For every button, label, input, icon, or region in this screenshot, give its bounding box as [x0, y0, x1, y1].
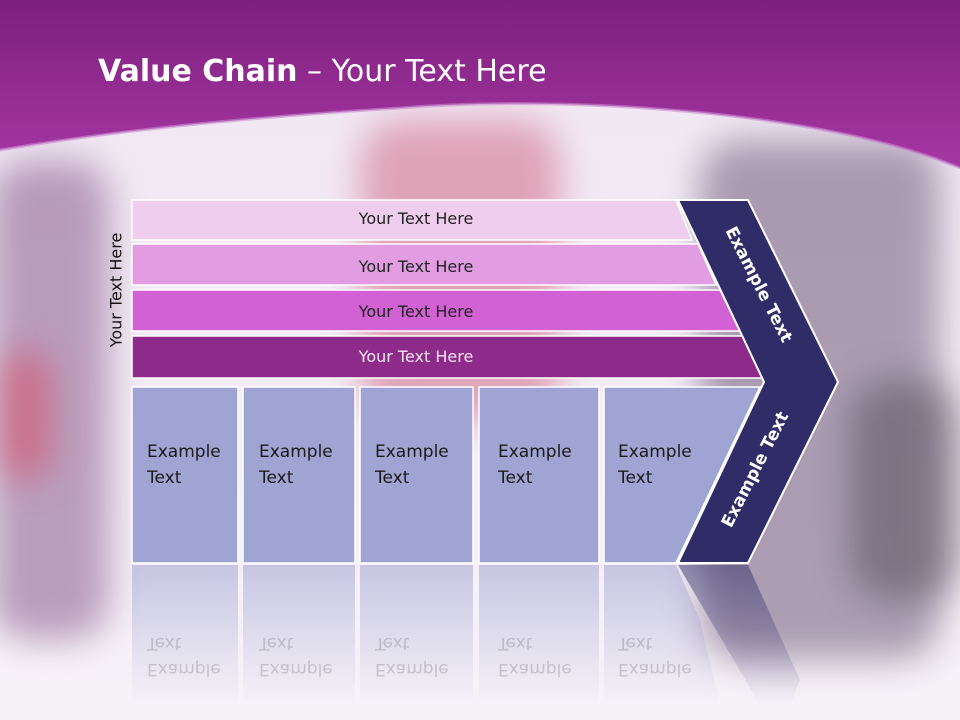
row-bar-4: Your Text Here: [131, 335, 766, 379]
column-box-5: [603, 386, 762, 564]
column-reflection-3: [360, 565, 473, 705]
chevron-reflection: [678, 565, 800, 705]
column-reflection-1: [132, 565, 238, 705]
column-box-2: [242, 386, 356, 564]
bg-glove: [0, 350, 50, 480]
column-text-5: Example Text: [618, 439, 692, 491]
column-box-1: [131, 386, 239, 564]
column-text-1: Example Text: [147, 439, 221, 491]
page-title: Value Chain – Your Text Here: [98, 54, 547, 89]
title-bold: Value Chain: [98, 54, 298, 89]
title-rest: – Your Text Here: [297, 54, 547, 89]
column-box-3: [359, 386, 474, 564]
chevron-arrow: [676, 199, 840, 564]
column-reflection-4: [479, 565, 599, 705]
column-5-line1: Example: [618, 442, 692, 462]
row-bar-2: Your Text Here: [131, 243, 718, 286]
column-4-line1: Example: [498, 442, 572, 462]
bg-bag: [850, 380, 960, 600]
row-bar-1: Your Text Here: [131, 199, 694, 241]
column-3-line2: Text: [375, 468, 410, 488]
header-band: [0, 0, 960, 170]
row-bar-3: Your Text Here: [131, 289, 742, 332]
column-5-line2: Text: [618, 468, 653, 488]
column-4-line2: Text: [498, 468, 533, 488]
column-box-4: [478, 386, 600, 564]
column-text-4: Example Text: [498, 439, 572, 491]
column-3-line1: Example: [375, 442, 449, 462]
column-1-line2: Text: [147, 468, 182, 488]
column-2-line2: Text: [259, 468, 294, 488]
row-label-2: Your Text Here: [358, 257, 474, 276]
column-2-line1: Example: [259, 442, 333, 462]
row-label-4: Your Text Here: [358, 347, 474, 366]
row-label-3: Your Text Here: [358, 302, 474, 321]
column-text-3: Example Text: [375, 439, 449, 491]
column-text-2: Example Text: [259, 439, 333, 491]
column-reflection-5: [604, 565, 720, 705]
row-label-1: Your Text Here: [358, 209, 474, 228]
column-1-line1: Example: [147, 442, 221, 462]
column-reflection-2: [243, 565, 355, 705]
